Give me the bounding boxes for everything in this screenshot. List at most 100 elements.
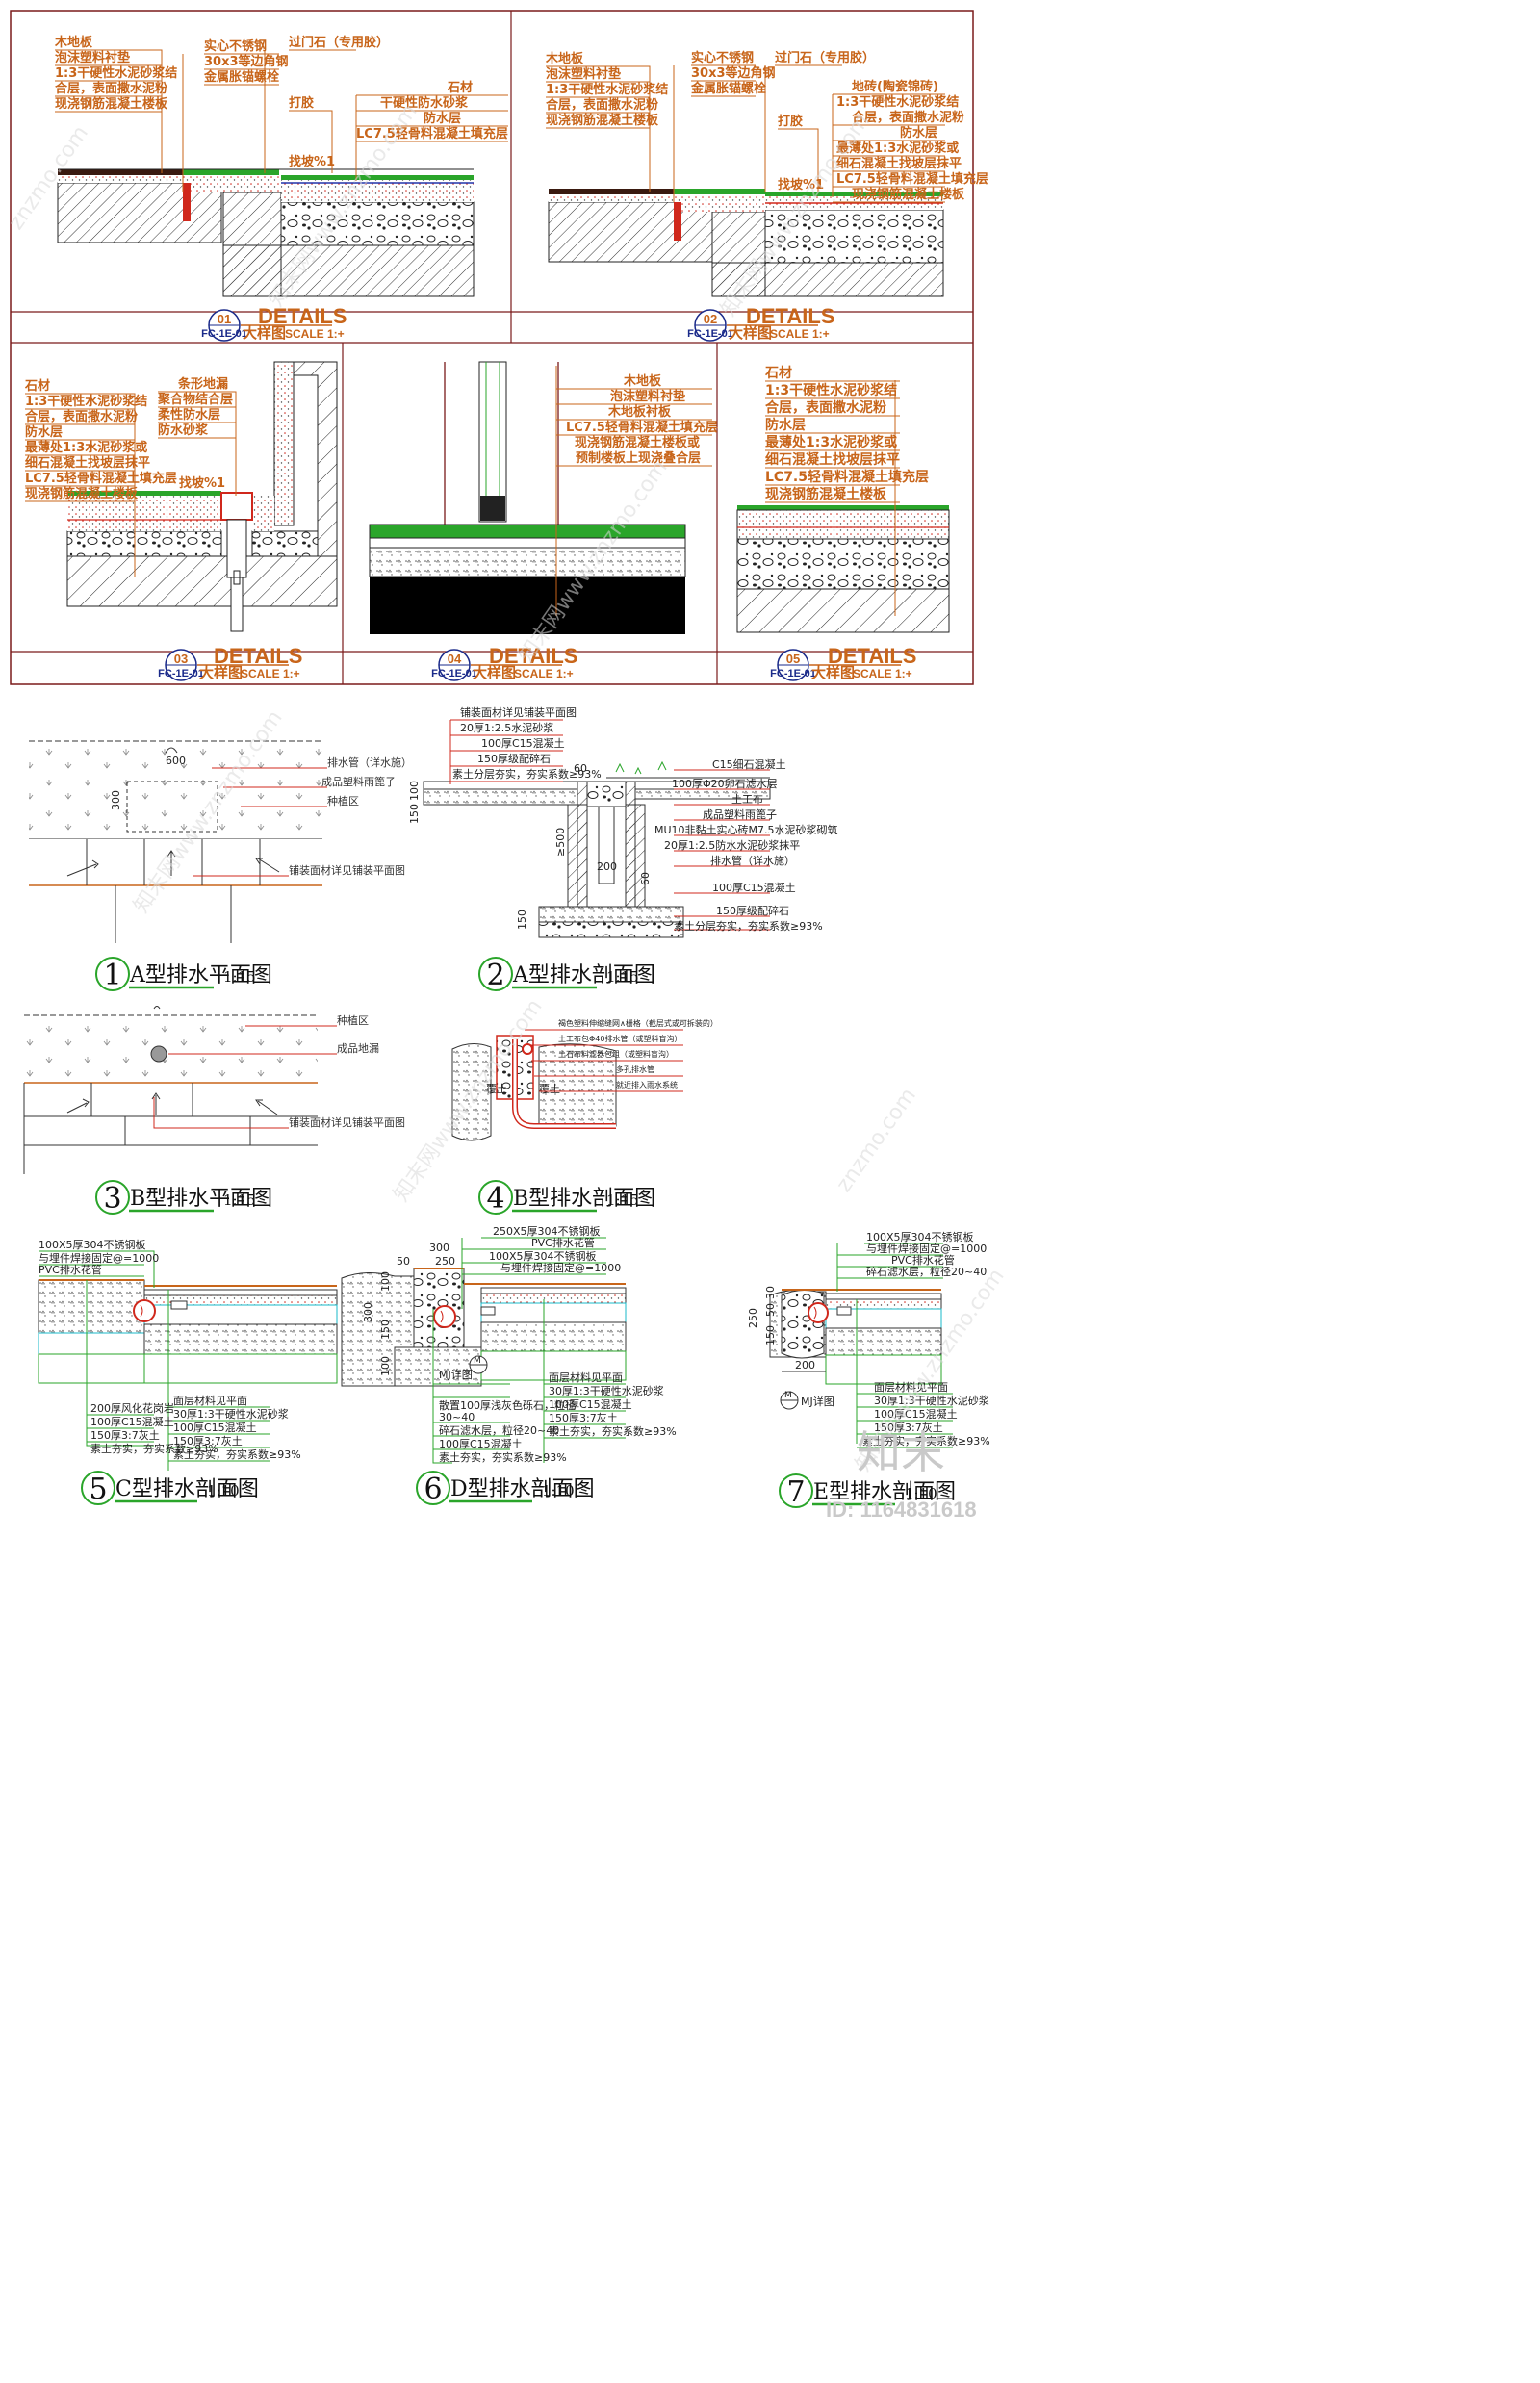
d3-left-7: 现浇钢筋混凝土楼板 <box>25 486 139 501</box>
d4-right-4: 现浇钢筋混凝土楼板或 <box>575 435 700 450</box>
detail-05-labels: 石材 1:3干硬性水泥砂浆结 合层，表面撒水泥粉 防水层 最薄处1:3水泥砂浆或… <box>764 365 929 503</box>
watermark-6: znzmo.com <box>832 1084 920 1196</box>
title-04-sub: 大样图 <box>473 664 516 681</box>
d-6-left-5: 素土夯实，夯实系数≥93% <box>439 1450 567 1464</box>
title-05-scale: SCALE 1:+ <box>853 667 912 680</box>
d-2-dim-0: 60 <box>574 762 587 775</box>
d2-right-1: 1:3干硬性水泥砂浆结 <box>836 94 959 110</box>
d-4-label-3: 多孔排水管 <box>616 1064 654 1074</box>
d-6-scale: 1:10 <box>542 1482 575 1499</box>
title-04-code: FC-1E-01 <box>431 668 477 679</box>
d5-right-1: 1:3干硬性水泥砂浆结 <box>765 382 897 398</box>
d3-left-1: 1:3干硬性水泥砂浆结 <box>25 394 147 409</box>
d2-right-4: 最薄处1:3水泥砂浆或 <box>836 141 959 156</box>
drawing-2-title: 2 A型排水剖面图 1:15 <box>478 957 655 992</box>
d5-right-3: 防水层 <box>765 417 806 433</box>
d-6-top-2: 100X5厚304不锈钢板 <box>489 1249 597 1263</box>
d2-glue: 打胶 <box>778 114 803 129</box>
d3-mid-3: 防水砂浆 <box>158 423 209 438</box>
d-7-dim-3: 150 <box>764 1325 777 1345</box>
detail-05 <box>736 380 950 633</box>
d-1-no: 1 <box>103 959 121 992</box>
d1-mid-0: 实心不锈钢 <box>204 38 267 54</box>
d-4-label-4: 就近排入雨水系统 <box>616 1080 678 1089</box>
title-01-scale: SCALE 1:+ <box>285 327 345 341</box>
d-4-scale: 1:15 <box>606 1192 639 1209</box>
brand: 知末 ID: 1164831618 <box>826 1426 977 1522</box>
d-2-title: A型排水剖面图 <box>512 963 655 987</box>
d-7-right-2: 100厚C15混凝土 <box>874 1407 958 1421</box>
d1-right-1: 干硬性防水砂浆 <box>380 95 469 111</box>
d2-slope: 找坡%1 <box>778 177 824 192</box>
brand-logo: 知末 <box>857 1426 945 1478</box>
drawing-7-section: M MJ详图 100X5厚304不锈钢板 与埋件焊接固定@=1000 PVC排水… <box>747 1230 990 1448</box>
d-2-r-1: 100厚Φ20卵石滤水层 <box>672 778 778 790</box>
d-7-right-3: 150厚3:7灰土 <box>874 1421 943 1434</box>
detail-04-labels: 木地板 泡沫塑料衬垫 木地板衬板 LC7.5轻骨料混凝土填充层 现浇钢筋混凝土楼… <box>556 373 718 467</box>
d3-left-6: LC7.5轻骨料混凝土填充层 <box>25 471 177 486</box>
d5-right-7: 现浇钢筋混凝土楼板 <box>765 486 887 502</box>
d-6-right-3: 150厚3:7灰土 <box>549 1411 618 1424</box>
d-4-soil-left: 覆土 <box>486 1083 507 1095</box>
d-2-dim-3: ≥500 <box>554 828 567 857</box>
d4-right-5: 预制楼板上现浇叠合层 <box>576 450 701 466</box>
d-6-right-2: 100厚C15混凝土 <box>549 1397 632 1411</box>
d-7-m: M <box>784 1391 792 1400</box>
title-03-num: 03 <box>174 652 188 666</box>
title-03-scale: SCALE 1:+ <box>241 667 300 680</box>
d-5-right-2: 100厚C15混凝土 <box>173 1421 257 1434</box>
d-4-label-0: 褐色塑料伸缩缝网∧栅格（截层式或可拆装的） <box>558 1018 718 1028</box>
drawing-3-title: 3 B型排水平面图 1:15 <box>95 1180 272 1216</box>
d-7-mj: MJ详图 <box>801 1395 834 1408</box>
detail-04 <box>369 361 686 634</box>
title-04-details: DETAILS <box>489 644 578 668</box>
d2-left-2: 1:3干硬性水泥砂浆结 <box>546 82 668 97</box>
d-6-top-3: 与埋件焊接固定@=1000 <box>500 1261 621 1274</box>
d4-right-2: 木地板衬板 <box>607 404 672 420</box>
drawing-6-title: 6 D型排水剖面图 1:10 <box>416 1471 595 1506</box>
d2-right-6: LC7.5轻骨料混凝土填充层 <box>836 171 988 187</box>
d-5-no: 5 <box>89 1473 107 1506</box>
d2-mid-1: 30x3等边角钢 <box>691 65 776 81</box>
d-2-dim-4: 200 <box>597 860 617 873</box>
d-6-dim-3: 300 <box>362 1302 374 1322</box>
detail-01-labels: 木地板 泡沫塑料衬垫 1:3干硬性水泥砂浆结 合层，表面撒水泥粉 现浇钢筋混凝土… <box>54 35 508 192</box>
d-7-right-0: 面层材料见平面 <box>874 1380 948 1394</box>
d3-left-5: 细石混凝土找坡层抹平 <box>25 455 150 471</box>
d-6-dim-6: 100 <box>379 1356 392 1376</box>
d-6-dim-0: 300 <box>429 1242 449 1254</box>
d-1-dim-300: 300 <box>110 790 122 810</box>
d-1-label-3: 铺装面材详见铺装平面图 <box>289 863 405 877</box>
watermark-5: 知末网www.znzmo.com <box>389 995 547 1207</box>
d2-left-3: 合层，表面撒水泥粉 <box>546 97 658 113</box>
d-6-dim-2: 250 <box>435 1255 455 1268</box>
drawing-1-plan: 600 300 排水管（详水施） 成品塑料雨篦子 种植区 铺装面材详见铺装平面图 <box>29 740 412 943</box>
d4-right-3: LC7.5轻骨料混凝土填充层 <box>566 420 718 435</box>
title-block-02: 02 FC-1E-01 DETAILS 大样图 SCALE 1:+ <box>687 304 834 342</box>
d5-right-6: LC7.5轻骨料混凝土填充层 <box>765 469 929 485</box>
d1-left-4: 现浇钢筋混凝土楼板 <box>55 96 168 112</box>
detail-02 <box>548 189 944 297</box>
d-3-no: 3 <box>103 1182 121 1216</box>
brand-id: ID: 1164831618 <box>826 1498 977 1522</box>
d-2-top-3: 150厚级配碎石 <box>477 752 551 765</box>
d-2-dim-2: 150 <box>408 804 421 824</box>
d-3-title: B型排水平面图 <box>130 1187 272 1211</box>
d5-right-5: 细石混凝土找坡层抹平 <box>765 451 900 468</box>
d-5-top-2: PVC排水花管 <box>38 1263 102 1276</box>
drawing-2-section: 铺装面材详见铺装平面图 20厚1:2.5水泥砂浆 100厚C15混凝土 150厚… <box>408 705 838 938</box>
d-6-left-0: MJ详图 <box>439 1368 473 1381</box>
title-01-num: 01 <box>218 312 231 326</box>
d-4-label-2: 土石布料滤器包组（或塑料盲沟） <box>558 1049 674 1059</box>
d-2-r-2: 土工布 <box>732 793 763 806</box>
d-6-left-1: 散置100厚浅灰色砾石，粒径 <box>439 1398 576 1412</box>
d-3-scale: 1:15 <box>223 1192 256 1209</box>
title-02-details: DETAILS <box>746 304 834 328</box>
d-2-r-8: 150厚级配碎石 <box>716 904 789 917</box>
drawing-4-title: 4 B型排水剖面图 1:15 <box>478 1180 655 1216</box>
d4-right-0: 木地板 <box>623 373 662 389</box>
d-2-r-5: 20厚1:2.5防水水泥砂浆抹平 <box>664 838 800 852</box>
d-5-left-3: 素土夯实，夯实系数≥93% <box>90 1442 218 1455</box>
d1-left-3: 合层，表面撒水泥粉 <box>55 81 167 96</box>
d-6-top-1: PVC排水花管 <box>531 1236 595 1249</box>
